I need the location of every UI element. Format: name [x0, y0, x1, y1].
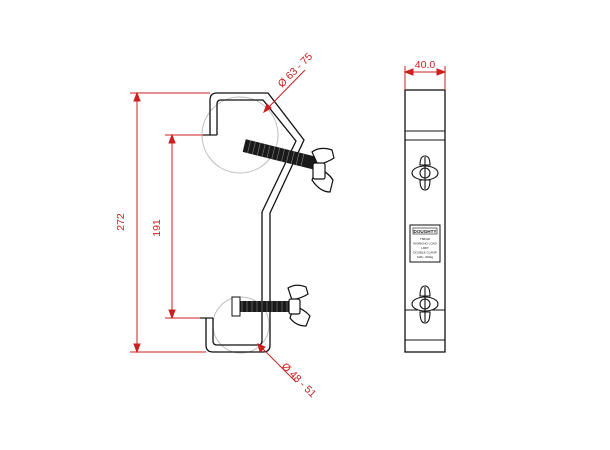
lower-bolt — [231, 296, 294, 317]
front-lower-wing-nut — [411, 285, 439, 324]
front-upper-wing-nut — [411, 155, 439, 191]
hook-frame-inner — [212, 99, 297, 346]
label-plate: DOUGHTY T58102 WORKING LOAD LIMIT DOUBLE… — [409, 224, 441, 263]
plate-line-5: SWL: 200kg — [417, 255, 434, 259]
dimension-272 — [130, 91, 210, 354]
lower-wing-nut — [287, 284, 311, 327]
plate-line-1: T58102 — [420, 237, 431, 241]
upper-bolt — [242, 139, 318, 170]
diameter-leader-large — [263, 69, 306, 114]
dim-label-40: 40.0 — [415, 59, 436, 71]
dimension-40 — [403, 66, 447, 90]
plate-brand: DOUGHTY — [414, 229, 437, 234]
diameter-leader-small — [257, 343, 297, 383]
dim-label-272: 272 — [115, 213, 127, 231]
dimension-191 — [165, 133, 203, 320]
dim-label-191: 191 — [151, 219, 163, 237]
plate-line-3: LIMIT — [421, 246, 429, 250]
dim-label-diameter-small: Ø 48 - 51 — [279, 361, 319, 401]
plate-line-2: WORKING LOAD — [413, 242, 438, 246]
front-view: DOUGHTY T58102 WORKING LOAD LIMIT DOUBLE… — [404, 89, 446, 353]
dim-label-diameter-large: Ø 63 - 75 — [276, 51, 316, 91]
side-view — [200, 92, 335, 354]
hook-frame-outer — [205, 92, 305, 353]
plate-line-4: DOUBLE CLAMP — [413, 251, 437, 255]
upper-wing-nut — [311, 147, 335, 193]
